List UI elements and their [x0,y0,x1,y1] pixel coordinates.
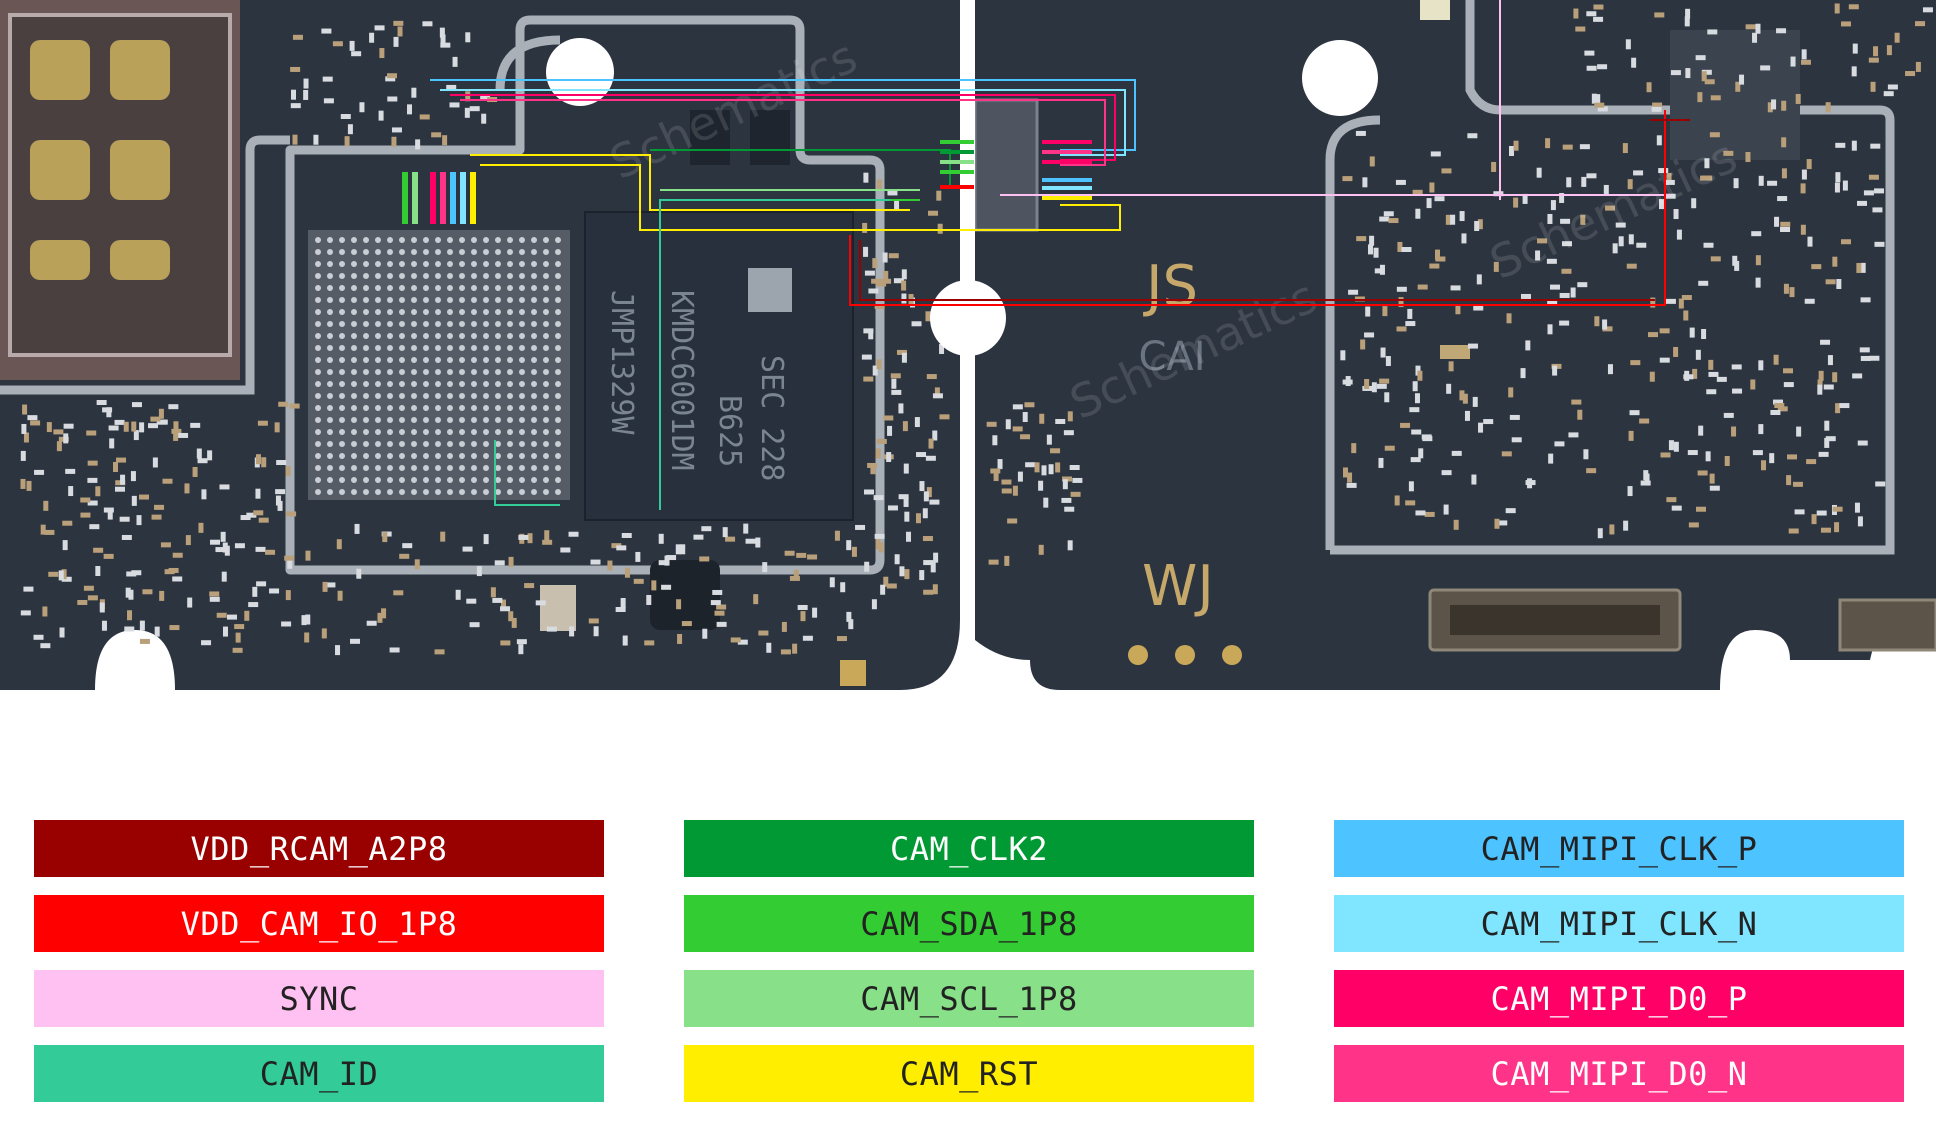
board-marking-wj: WJ [1142,554,1214,619]
legend-item-cam-clk2: CAM_CLK2 [684,820,1254,877]
legend-item-cam-mipi-clk-n: CAM_MIPI_CLK_N [1334,895,1904,952]
legend-item-cam-mipi-d0-p: CAM_MIPI_D0_P [1334,970,1904,1027]
legend-item-cam-sda-1p8: CAM_SDA_1P8 [684,895,1254,952]
legend-item-cam-mipi-clk-p: CAM_MIPI_CLK_P [1334,820,1904,877]
legend-item-vdd-cam-io-1p8: VDD_CAM_IO_1P8 [34,895,604,952]
legend-item-cam-mipi-d0-n: CAM_MIPI_D0_N [1334,1045,1904,1102]
legend-item-sync: SYNC [34,970,604,1027]
trace-stubs [402,140,1092,224]
chip-label-3: SEC 228 [754,355,789,481]
legend-item-cam-rst: CAM_RST [684,1045,1254,1102]
bga-ball-grid [315,237,561,495]
legend-item-cam-scl-1p8: CAM_SCL_1P8 [684,970,1254,1027]
chip-label-4: B625 [712,395,747,467]
right-board: JS CAI WJ [973,0,1936,690]
chip-label-2: KMDC6001DM [664,290,699,471]
pcb-board-photo: JS CAI WJ JMP1329W KMDC6001DM SEC 228 B6… [0,0,1936,690]
left-board [0,0,960,690]
legend-item-cam-id: CAM_ID [34,1045,604,1102]
board-marking-js: JS [1143,254,1198,319]
board-marking-cai: CAI [1138,334,1205,380]
chip-label-1: JMP1329W [604,290,639,435]
legend-item-vdd-rcam-a2p8: VDD_RCAM_A2P8 [34,820,604,877]
signal-legend: VDD_RCAM_A2P8 VDD_CAM_IO_1P8 SYNC CAM_ID… [34,820,1904,1110]
